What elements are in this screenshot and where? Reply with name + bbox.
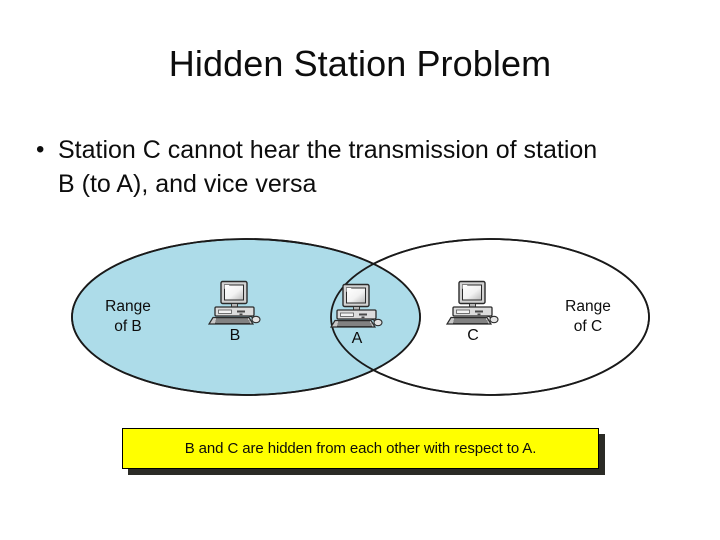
- station-c: C: [441, 280, 505, 344]
- range-c-ellipse-outline: [330, 238, 650, 396]
- range-c-label: Range of C: [565, 298, 611, 335]
- range-diagram: Range of B Range of C: [60, 225, 665, 410]
- station-a: A: [325, 283, 389, 347]
- callout-text: B and C are hidden from each other with …: [184, 439, 537, 457]
- bullet-item-text: Station C cannot hear the transmission o…: [58, 136, 598, 198]
- range-b-ellipse-outline: [71, 238, 421, 396]
- station-a-label: A: [351, 330, 363, 347]
- bullet-marker-icon: •: [36, 136, 45, 163]
- computer-icon: [208, 280, 261, 325]
- station-c-label: C: [467, 327, 479, 344]
- range-b-label: Range of B: [105, 298, 151, 335]
- page-title: Hidden Station Problem: [168, 43, 552, 84]
- station-b-label: B: [229, 327, 241, 344]
- station-b: B: [203, 280, 267, 344]
- computer-icon: [330, 283, 383, 328]
- callout-panel: B and C are hidden from each other with …: [122, 428, 599, 469]
- bullet-list: • Station C cannot hear the transmission…: [36, 133, 656, 201]
- callout-box: B and C are hidden from each other with …: [122, 428, 605, 475]
- computer-icon: [446, 280, 499, 325]
